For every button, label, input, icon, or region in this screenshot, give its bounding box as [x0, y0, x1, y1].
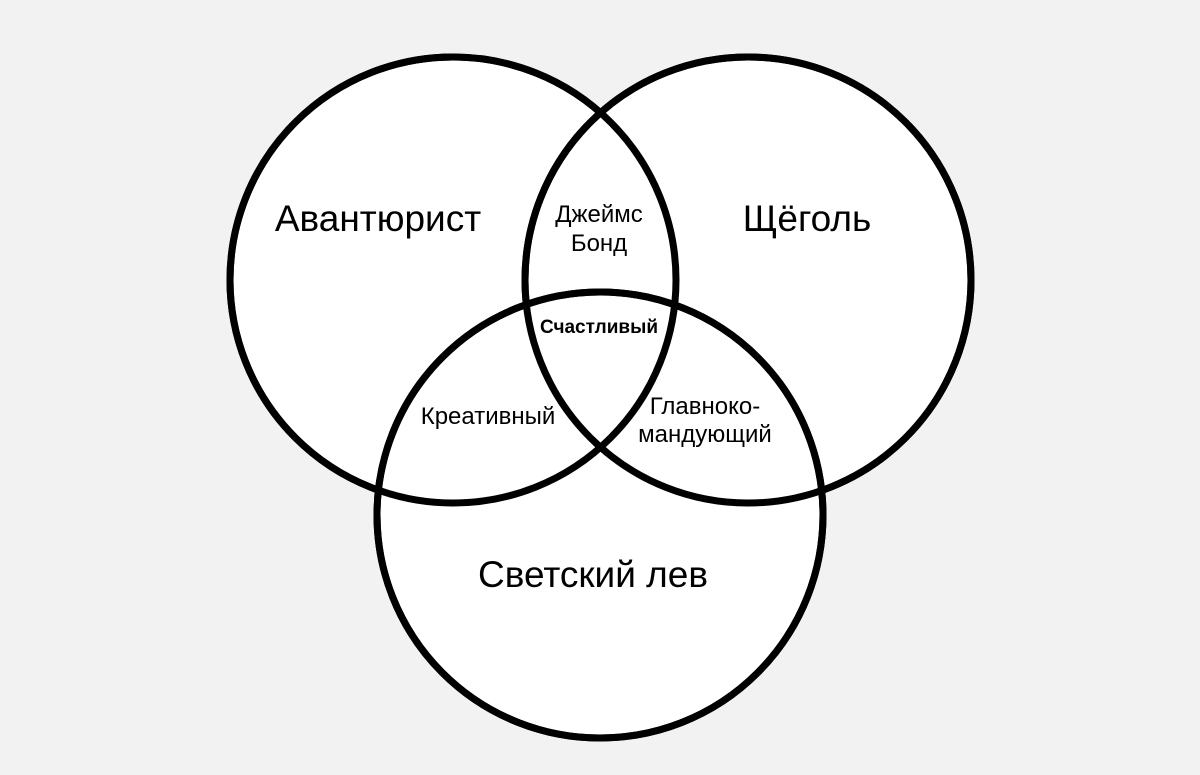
label-set-top-right: Щёголь: [743, 198, 872, 239]
label-intersection-top-line1: Джеймс: [555, 201, 643, 228]
label-set-top-left: Авантюрист: [275, 198, 481, 239]
label-intersection-left-bottom: Креативный: [421, 403, 556, 430]
label-intersection-top-line2: Бонд: [571, 230, 627, 257]
label-intersection-center: Счастливый: [540, 317, 658, 338]
circle-top-right-outline: [521, 53, 975, 507]
label-intersection-right-bottom-line1: Главноко-: [650, 393, 760, 420]
label-intersection-right-bottom-line2: мандующий: [638, 421, 772, 448]
circle-bottom-outline: [373, 288, 827, 742]
circle-top-left-outline: [226, 53, 680, 507]
label-set-bottom: Светский лев: [478, 554, 708, 595]
